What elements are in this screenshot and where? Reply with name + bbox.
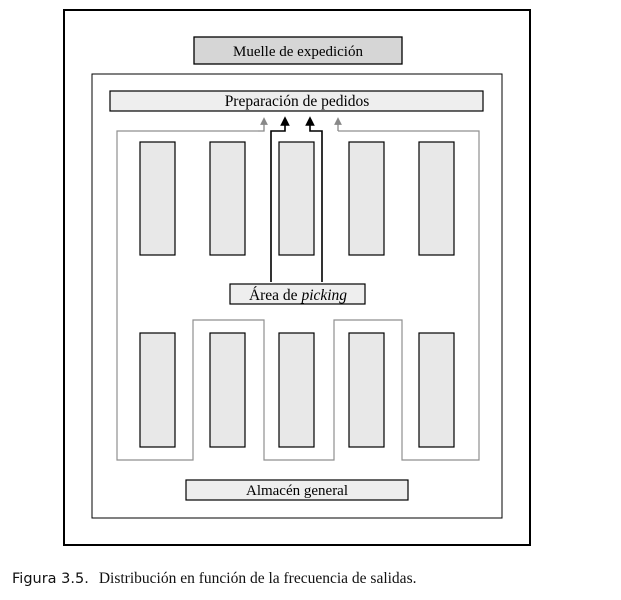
shipping-dock-box xyxy=(193,36,403,65)
general-warehouse-box xyxy=(185,479,409,501)
picking-area-prefix: Área de xyxy=(249,287,302,304)
lower-rack-5 xyxy=(418,332,455,448)
general-warehouse-label: Almacén general xyxy=(246,483,348,499)
upper-zone-outline xyxy=(116,130,480,461)
gray-flow-arrow-left xyxy=(258,117,268,132)
lower-rack-3 xyxy=(278,332,315,448)
upper-rack-4 xyxy=(348,141,385,256)
order-prep-label: Preparación de pedidos xyxy=(225,93,370,110)
shipping-dock-label: Muelle de expedición xyxy=(233,44,363,60)
picking-flow-path xyxy=(270,116,290,282)
picking-area-italic: picking xyxy=(300,287,347,304)
upper-rack-5 xyxy=(418,141,455,256)
picking-return-path xyxy=(305,116,323,282)
upper-rack-2 xyxy=(209,141,246,256)
picking-area-box xyxy=(229,283,366,305)
figure-caption: Figura 3.5. Distribución en función de la… xyxy=(12,570,612,588)
lower-rack-1 xyxy=(139,332,176,448)
figure-number: Figura 3.5. xyxy=(12,571,89,587)
lower-rack-2 xyxy=(209,332,246,448)
figure-caption-text: Distribución en función de la frecuencia… xyxy=(98,570,417,587)
order-prep-box xyxy=(109,90,484,112)
warehouse-layout-diagram: Muelle de expedición Preparación de pedi… xyxy=(63,9,531,546)
warehouse-frame xyxy=(91,73,503,519)
upper-rack-1 xyxy=(139,141,176,256)
lower-rack-4 xyxy=(348,332,385,448)
upper-rack-3 xyxy=(278,141,315,256)
outer-frame xyxy=(63,9,531,546)
picking-area-label: Área de picking xyxy=(249,287,347,304)
